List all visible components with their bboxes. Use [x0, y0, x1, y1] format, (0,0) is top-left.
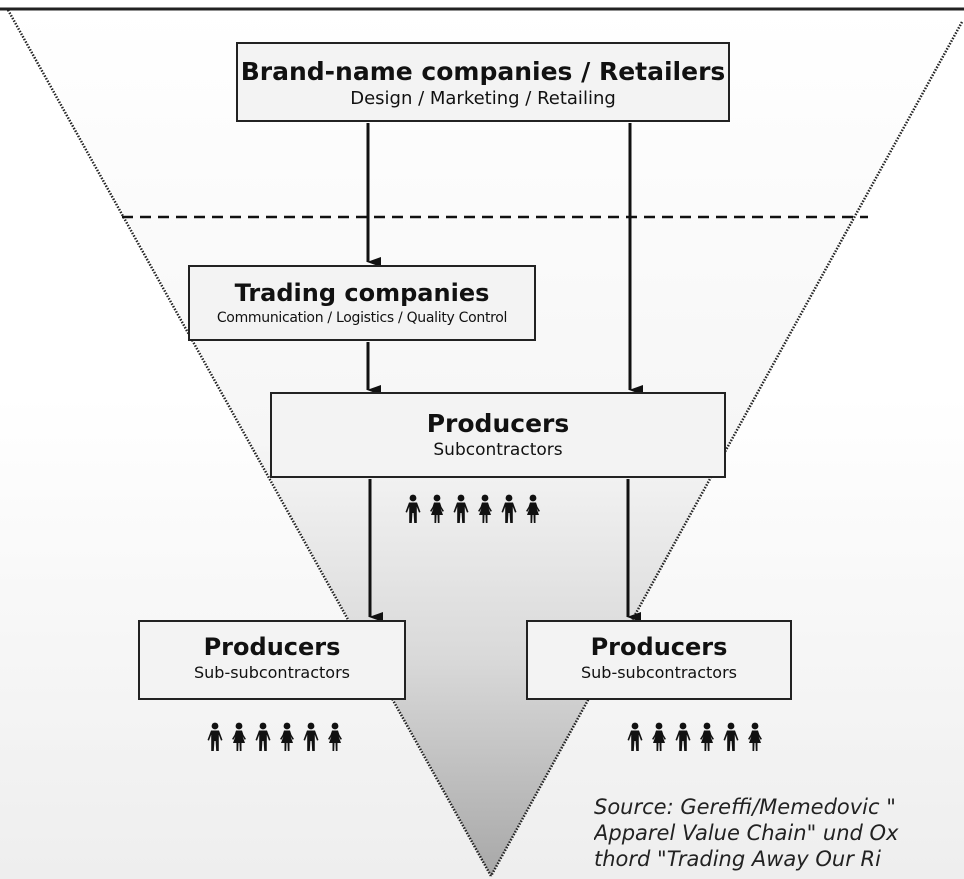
funnel-right-edge: [489, 21, 964, 877]
producers-title: Producers: [426, 409, 570, 438]
female-worker-icon: [328, 722, 342, 751]
trading-companies-title: Trading companies: [234, 279, 490, 307]
trading-companies-box: Trading companies Communication / Logist…: [188, 265, 536, 341]
female-worker-icon: [652, 722, 666, 751]
producers-subtitle: Subcontractors: [433, 440, 563, 460]
brand-retailers-subtitle: Design / Marketing / Retailing: [350, 88, 616, 109]
sub-producers-left-title: Producers: [203, 633, 341, 661]
producers-box: Producers Subcontractors: [270, 392, 726, 478]
funnel-left-edge: [6, 9, 493, 877]
male-worker-icon: [255, 722, 271, 751]
sub-producers-right-box: Producers Sub-subcontractors: [526, 620, 792, 700]
female-worker-icon: [478, 494, 492, 523]
source-line: Source: Gereffi/Memedovic ": [594, 795, 896, 819]
source-line: Apparel Value Chain" und Ox: [594, 821, 899, 845]
female-worker-icon: [700, 722, 714, 751]
male-worker-icon: [303, 722, 319, 751]
workers-group-right: [626, 722, 764, 752]
workers-group-left: [206, 722, 344, 752]
male-worker-icon: [501, 494, 517, 523]
sub-producers-left-subtitle: Sub-subcontractors: [193, 663, 350, 682]
brand-retailers-title: Brand-name companies / Retailers: [240, 57, 726, 86]
sub-producers-right-subtitle: Sub-subcontractors: [580, 663, 737, 682]
female-worker-icon: [280, 722, 294, 751]
sub-producers-left-box: Producers Sub-subcontractors: [138, 620, 406, 700]
male-worker-icon: [405, 494, 421, 523]
female-worker-icon: [430, 494, 444, 523]
male-worker-icon: [207, 722, 223, 751]
male-worker-icon: [453, 494, 469, 523]
male-worker-icon: [675, 722, 691, 751]
brand-retailers-box: Brand-name companies / Retailers Design …: [236, 42, 730, 122]
workers-group-producers: [404, 494, 542, 524]
male-worker-icon: [723, 722, 739, 751]
female-worker-icon: [748, 722, 762, 751]
male-worker-icon: [627, 722, 643, 751]
source-line: thord "Trading Away Our Ri: [594, 847, 881, 871]
sub-producers-right-title: Producers: [590, 633, 728, 661]
source-note: Source: Gereffi/Memedovic " Apparel Valu…: [594, 794, 964, 872]
trading-companies-subtitle: Communication / Logistics / Quality Cont…: [216, 310, 508, 326]
female-worker-icon: [232, 722, 246, 751]
female-worker-icon: [526, 494, 540, 523]
